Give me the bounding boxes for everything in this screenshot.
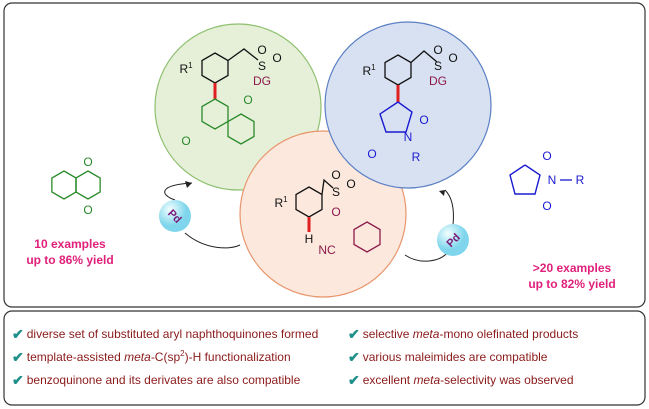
nitrogen-label: N [404,130,413,144]
sulfur-label: S [332,185,340,199]
ch2-bond [321,178,334,195]
check-icon: ✔ [348,349,360,365]
cyanophenyl-ring [353,221,381,253]
maleimide-ring [509,164,541,195]
bullet-left-3: ✔benzoquinone and its derivates are also… [12,372,300,388]
hydrogen-label: H [305,232,314,246]
left-examples: 10 examples [34,237,106,251]
dg-label: DG [429,74,447,88]
bullet-right-1: ✔selective meta-mono olefinated products [348,326,578,342]
check-icon: ✔ [348,372,360,388]
right-arrowhead [439,190,445,196]
oxygen-label: O [448,51,457,65]
fused-benzene-ring [51,170,77,200]
ch2-bond [227,48,259,62]
quinone-ring [75,170,101,200]
oxygen-label: O [433,43,442,57]
left-arrow-top [164,182,193,201]
oxygen-label: O [257,43,266,57]
oxygen-label: O [346,177,355,191]
oxygen-label: O [331,168,340,182]
carbonyl-oxygen: O [83,155,92,169]
r-label: R [412,150,421,164]
maleimide-product-circle [324,21,492,189]
right-yield: up to 82% yield [528,277,615,291]
check-icon: ✔ [12,326,24,342]
sulfur-label: S [258,59,266,73]
right-arrow-bottom [404,251,449,262]
maleimide-ring [379,101,413,133]
carbonyl-oxygen: O [542,149,551,163]
bullet-text: selective meta-mono olefinated products [362,327,579,341]
sulfur-label: S [434,59,442,73]
pd-catalyst-left: Pd [159,200,191,232]
bullet-text: diverse set of substituted aryl naphthoq… [26,327,319,341]
r-label: R [576,173,585,187]
nitrile-label: NC [318,243,336,257]
scheme-frame [3,2,646,308]
carbonyl-oxygen: O [181,134,190,148]
left-yield: up to 86% yield [26,253,113,267]
right-arrow-top [444,189,454,226]
bullet-text: various maleimides are compatible [362,350,548,364]
oxygen-label: O [272,51,281,65]
bullet-left-2: ✔template-assisted meta-C(sp2)-H functio… [12,349,291,365]
check-icon: ✔ [12,372,24,388]
carbonyl-oxygen: O [367,147,376,161]
dg-label: DG [253,74,271,88]
check-icon: ✔ [348,326,360,342]
left-arrow-bottom [184,232,241,249]
nitrogen-label: N [548,173,557,187]
bullet-text: template-assisted meta-C(sp2)-H function… [26,349,291,365]
fused-benzene-ring [227,113,255,145]
ester-oxygen: O [331,205,340,219]
right-examples: >20 examples [533,261,612,275]
carbonyl-oxygen: O [419,113,428,127]
pd-catalyst-right: Pd [437,224,469,256]
ch2-bond [410,50,438,63]
bullets-frame [3,310,646,406]
carbonyl-oxygen: O [542,199,551,213]
bullet-text: benzoquinone and its derivates are also … [26,373,301,387]
quinone-ring [201,98,229,130]
left-arrowhead [185,181,192,188]
carbonyl-oxygen: O [83,203,92,217]
bullet-left-1: ✔diverse set of substituted aryl naphtho… [12,326,318,342]
bullet-text: excellent meta-selectivity was observed [362,373,574,387]
bullet-right-2: ✔various maleimides are compatible [348,349,547,365]
carbonyl-oxygen: O [243,93,252,107]
check-icon: ✔ [12,349,24,365]
bullet-right-3: ✔excellent meta-selectivity was observed [348,372,574,388]
